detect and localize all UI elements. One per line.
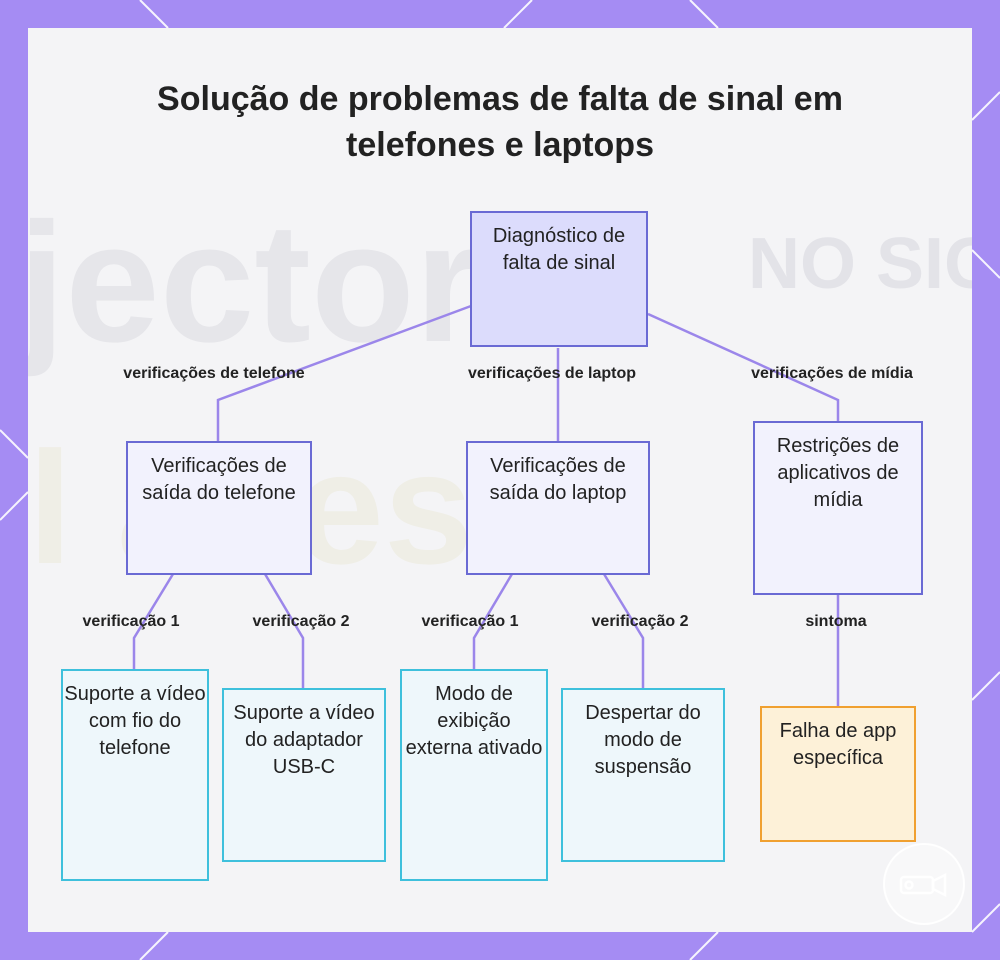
- diagram-title: Solução de problemas de falta de sinal e…: [157, 80, 843, 164]
- node-phone-output-checks: Verificações de saída do telefone: [126, 441, 312, 575]
- edge-label-symptom: sintoma: [805, 613, 867, 630]
- node-phone-wired-video: Suporte a vídeo com fio do telefone: [61, 669, 209, 881]
- edge-label-media-checks: verificações de mídia: [751, 365, 913, 382]
- background-text: jector: [28, 188, 481, 378]
- edge-label-phone-checks: verificações de telefone: [123, 365, 305, 382]
- node-wake-from-sleep: Despertar do modo de suspensão: [561, 688, 725, 862]
- edge-laptop-display: [472, 573, 514, 670]
- connector-lines: [132, 304, 840, 708]
- edge-label-check-2: verificação 2: [591, 613, 689, 630]
- projector-icon: [883, 843, 965, 925]
- diagram-panel: jector NO SIG l aces Solução de problema…: [28, 28, 972, 932]
- edge-label-check-2: verificação 2: [252, 613, 350, 630]
- edge-laptop-wake: [602, 573, 645, 690]
- node-laptop-output-checks: Verificações de saída do laptop: [466, 441, 650, 575]
- node-usbc-adapter-video: Suporte a vídeo do adaptador USB-C: [222, 688, 386, 862]
- node-root-diagnosis: Diagnóstico de falta de sinal: [470, 211, 648, 347]
- edge-label-laptop-checks: verificações de laptop: [467, 365, 637, 382]
- node-media-app-restrictions: Restrições de aplicativos de mídia: [753, 421, 923, 595]
- edge-root-phone: [216, 304, 472, 442]
- edge-root-media: [647, 312, 840, 424]
- node-app-failure: Falha de app específica: [760, 706, 916, 842]
- edge-label-check-1: verificação 1: [421, 613, 519, 630]
- node-external-display-mode: Modo de exibição externa ativado: [400, 669, 548, 881]
- edge-phone-usbc: [263, 573, 305, 690]
- edge-phone-wired: [132, 573, 175, 670]
- background-text: NO SIG: [748, 224, 972, 304]
- edge-label-check-1: verificação 1: [82, 613, 180, 630]
